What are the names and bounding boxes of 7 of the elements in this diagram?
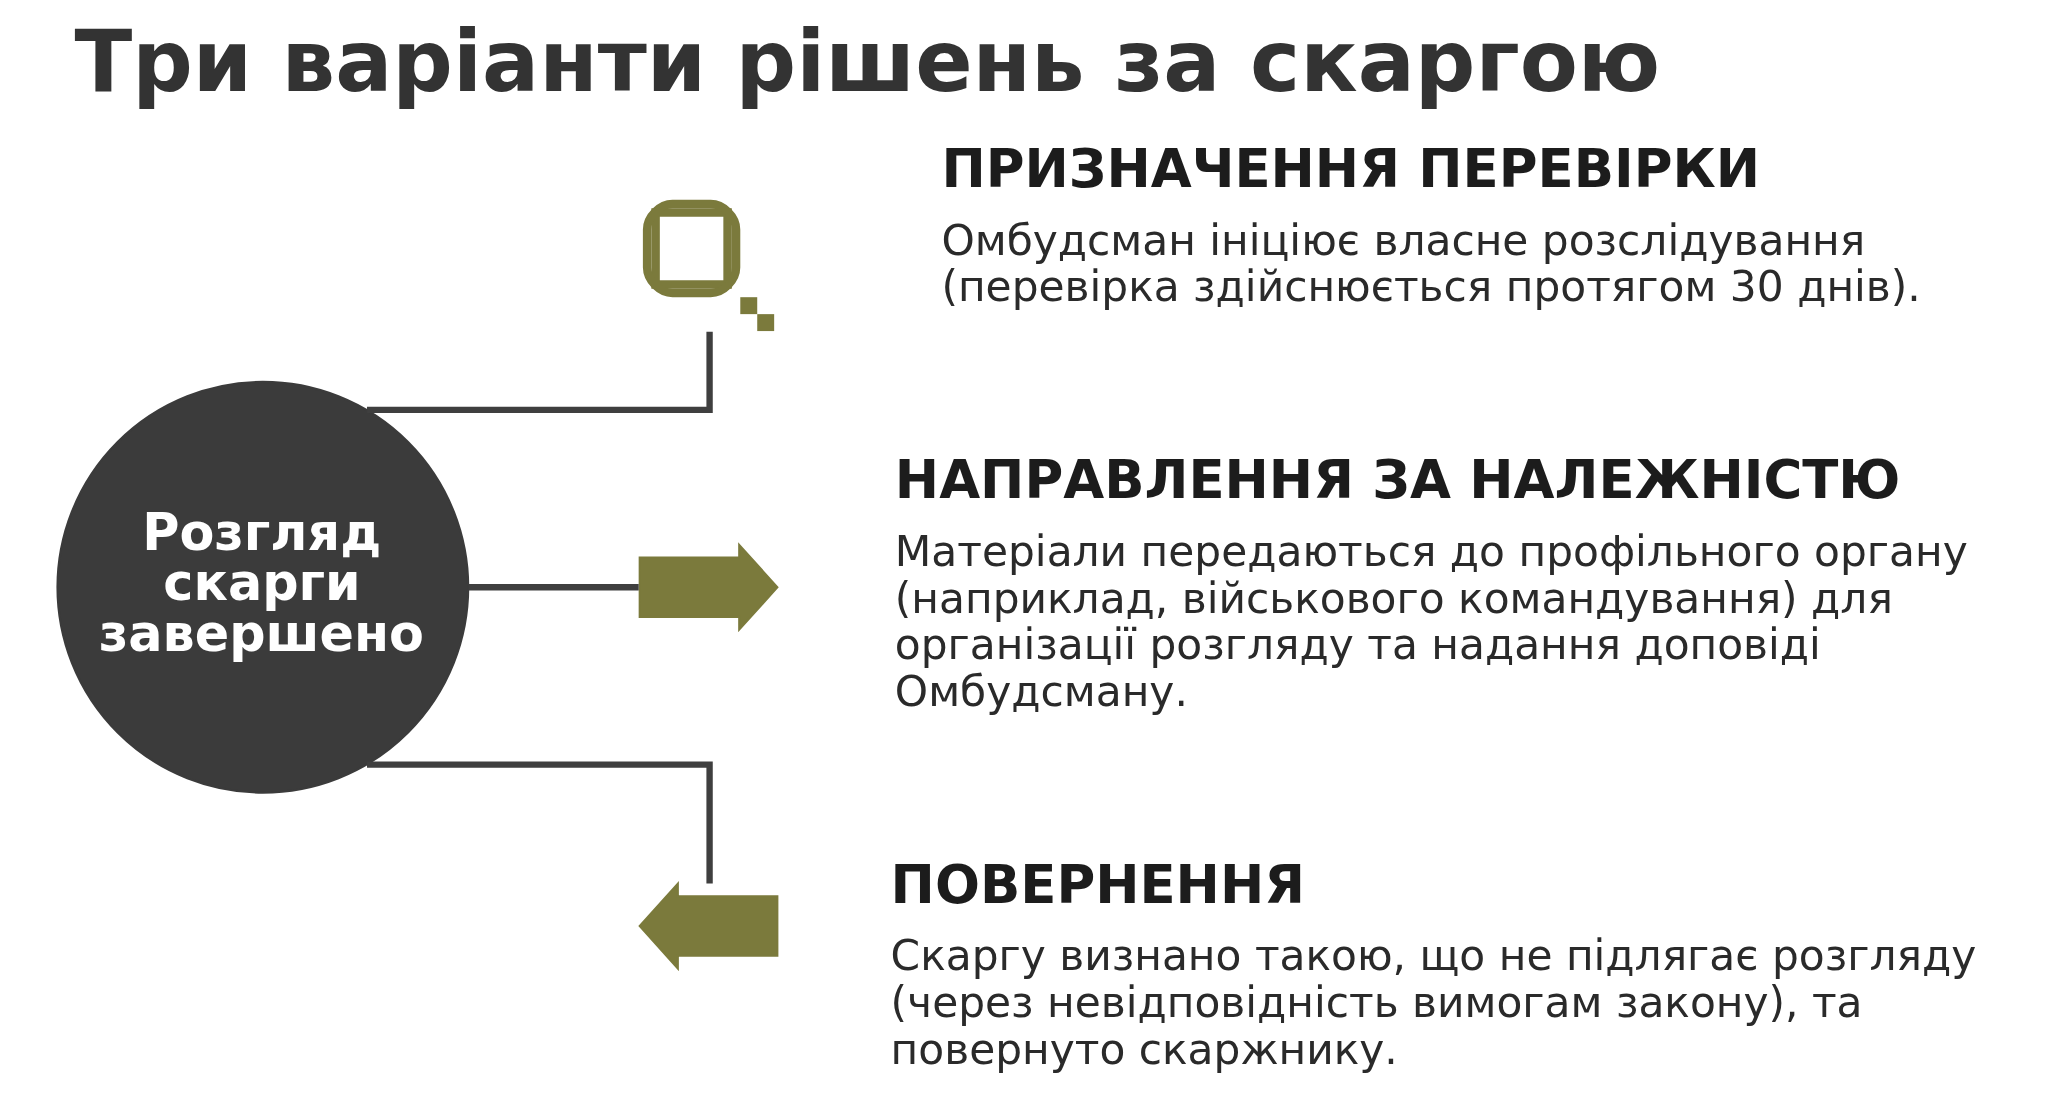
- node-label: ПОВЕРНЕННЯ: [890, 853, 1305, 915]
- node-label: ПРИЗНАЧЕННЯ ПЕРЕВІРКИ: [941, 138, 1761, 200]
- node-label: НАПРАВЛЕННЯ ЗА НАЛЕЖНІСТЮ: [894, 449, 1901, 511]
- node-label: Омбудсман ініціює власне розслідування (перевірка здійснюється протягом 30 днів).: [941, 215, 1921, 312]
- node-label: Матеріали передаються до профільного органу (наприклад, військового командування) для організації розгляду та надання доповіді Омбудсману.: [894, 527, 1968, 716]
- node-label: Скаргу визнано такою, що не підлягає розгляду (через невідповідність вимогам закону), та повернуто скаржнику.: [890, 931, 1977, 1074]
- diagram-title: Три варіанти рішень за скаргою: [74, 11, 1661, 111]
